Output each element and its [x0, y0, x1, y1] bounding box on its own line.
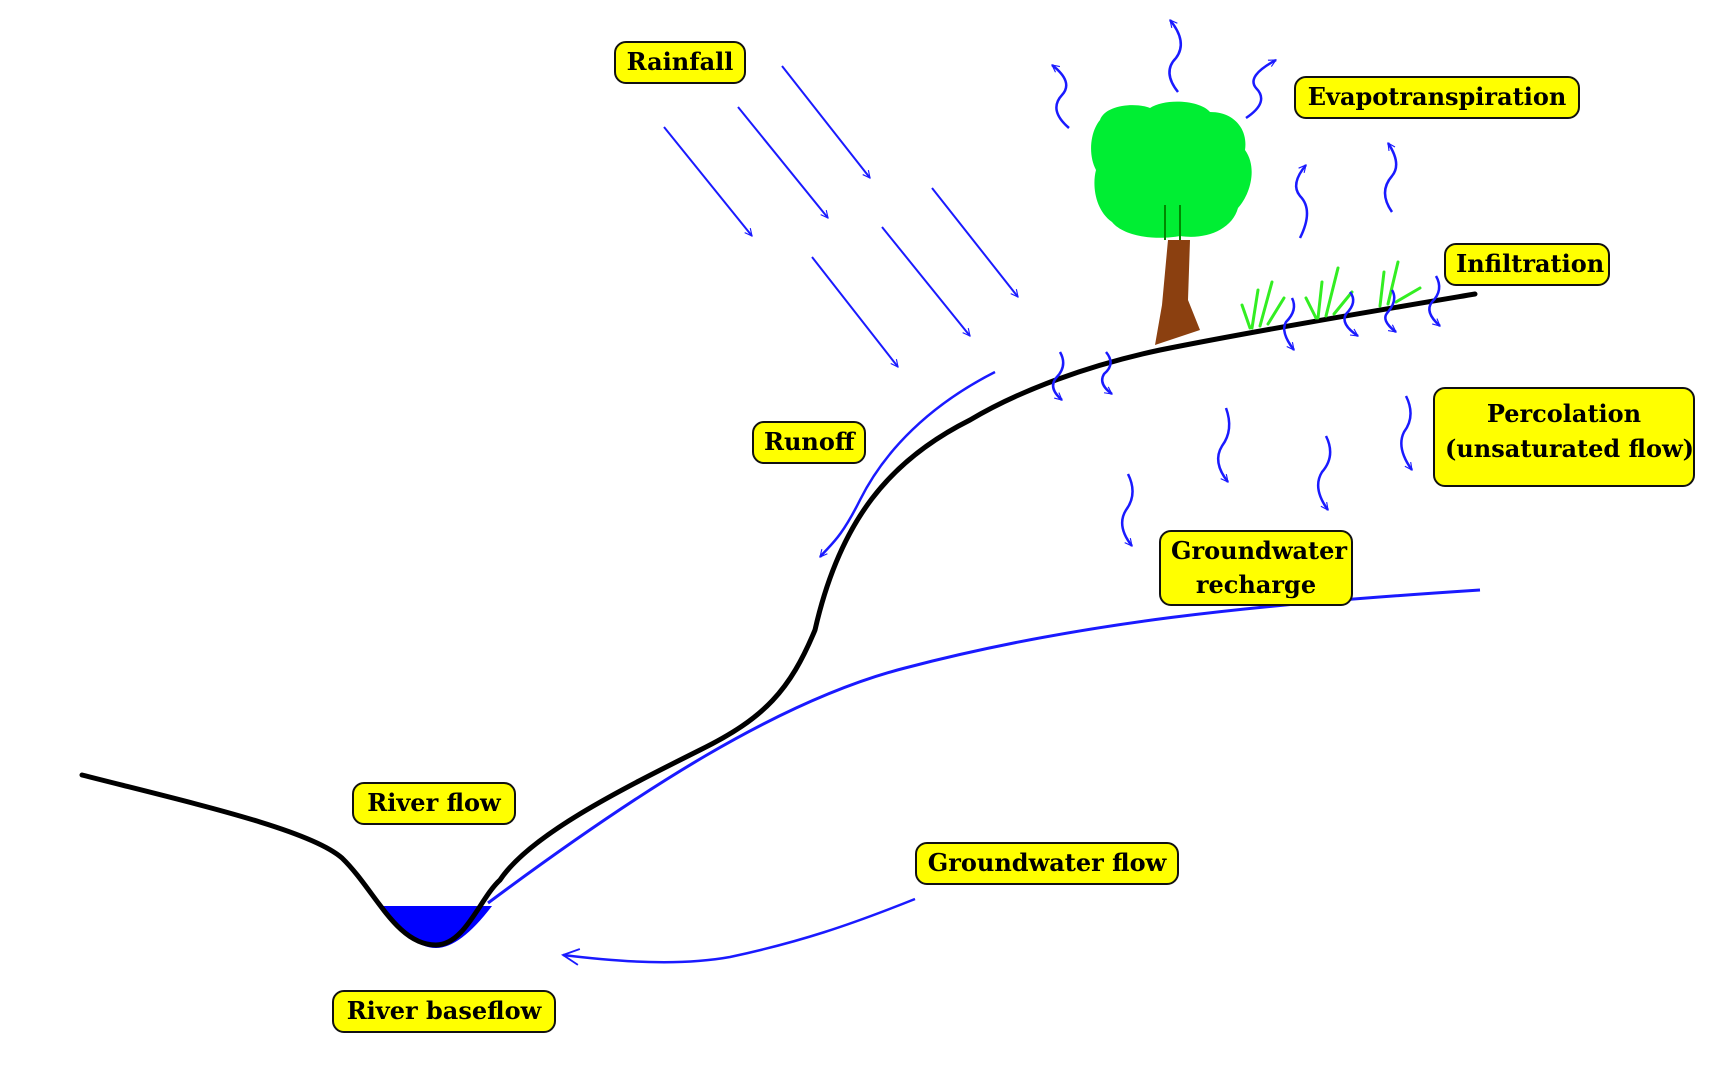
wavy-up-arrow-icon — [1294, 165, 1309, 239]
wavy-down-arrow-icon — [1343, 291, 1359, 338]
tree-trunk — [1155, 240, 1200, 345]
wavy-down-arrow-icon — [1051, 351, 1065, 401]
groundwater-recharge-text-line2: recharge — [1195, 569, 1317, 599]
rain-arrow-icon — [781, 65, 871, 178]
grass-icon — [1240, 260, 1422, 330]
rain-arrow-icon — [811, 256, 899, 367]
river-baseflow-label: River baseflow — [332, 990, 556, 1033]
wavy-down-arrow-icon — [1384, 289, 1396, 333]
groundwater-flow-text: Groundwater flow — [927, 848, 1167, 877]
wavy-down-arrow-icon — [1400, 395, 1414, 470]
wavy-up-arrow-icon — [1245, 58, 1276, 120]
wavy-down-arrow-icon — [1101, 351, 1112, 396]
tree-canopy — [1091, 101, 1252, 238]
rain-arrows — [663, 65, 1019, 367]
infiltration-label: Infiltration — [1444, 243, 1610, 286]
wavy-up-arrow-icon — [1168, 20, 1183, 93]
rain-arrow-icon — [931, 187, 1019, 297]
tree-icon — [1091, 101, 1252, 345]
wavy-up-arrow-icon — [1383, 143, 1398, 213]
rainfall-text: Rainfall — [626, 47, 734, 76]
groundwater-recharge-text-line1: Groundwater — [1171, 536, 1348, 565]
groundwater-flow-label: Groundwater flow — [915, 842, 1179, 885]
wavy-down-arrow-icon — [1428, 275, 1440, 327]
wavy-down-arrow-icon — [1120, 473, 1134, 546]
percolation-text-line2: (unsaturated flow) — [1445, 433, 1695, 463]
evapotranspiration-label: Evapotranspiration — [1294, 76, 1580, 119]
rain-arrow-icon — [737, 106, 828, 218]
infiltration-arrows — [1051, 275, 1440, 401]
runoff-text: Runoff — [764, 427, 855, 456]
runoff-arrow — [819, 370, 996, 557]
wavy-down-arrow-icon — [1216, 407, 1231, 482]
evapotranspiration-text: Evapotranspiration — [1307, 82, 1567, 111]
percolation-text-line1: Percolation — [1486, 399, 1642, 428]
rain-arrow-icon — [881, 226, 970, 336]
runoff-label: Runoff — [752, 421, 866, 464]
evapotranspiration-arrows — [1052, 20, 1398, 239]
rainfall-label: Rainfall — [614, 41, 746, 84]
river-baseflow-text: River baseflow — [346, 996, 542, 1025]
rain-arrow-icon — [663, 126, 752, 236]
groundwater-recharge-label: Groundwater recharge — [1159, 530, 1353, 606]
ground-surface-line — [79, 291, 1478, 948]
percolation-arrows — [1120, 395, 1414, 546]
groundwater-flow-arrow — [563, 897, 916, 962]
wavy-down-arrow-icon — [1283, 297, 1296, 350]
wavy-up-arrow-icon — [1052, 64, 1070, 129]
wavy-down-arrow-icon — [1316, 435, 1332, 510]
river-flow-text: River flow — [367, 788, 501, 817]
infiltration-text: Infiltration — [1456, 249, 1605, 278]
percolation-label: Percolation (unsaturated flow) — [1433, 387, 1695, 487]
river-flow-label: River flow — [352, 782, 516, 825]
